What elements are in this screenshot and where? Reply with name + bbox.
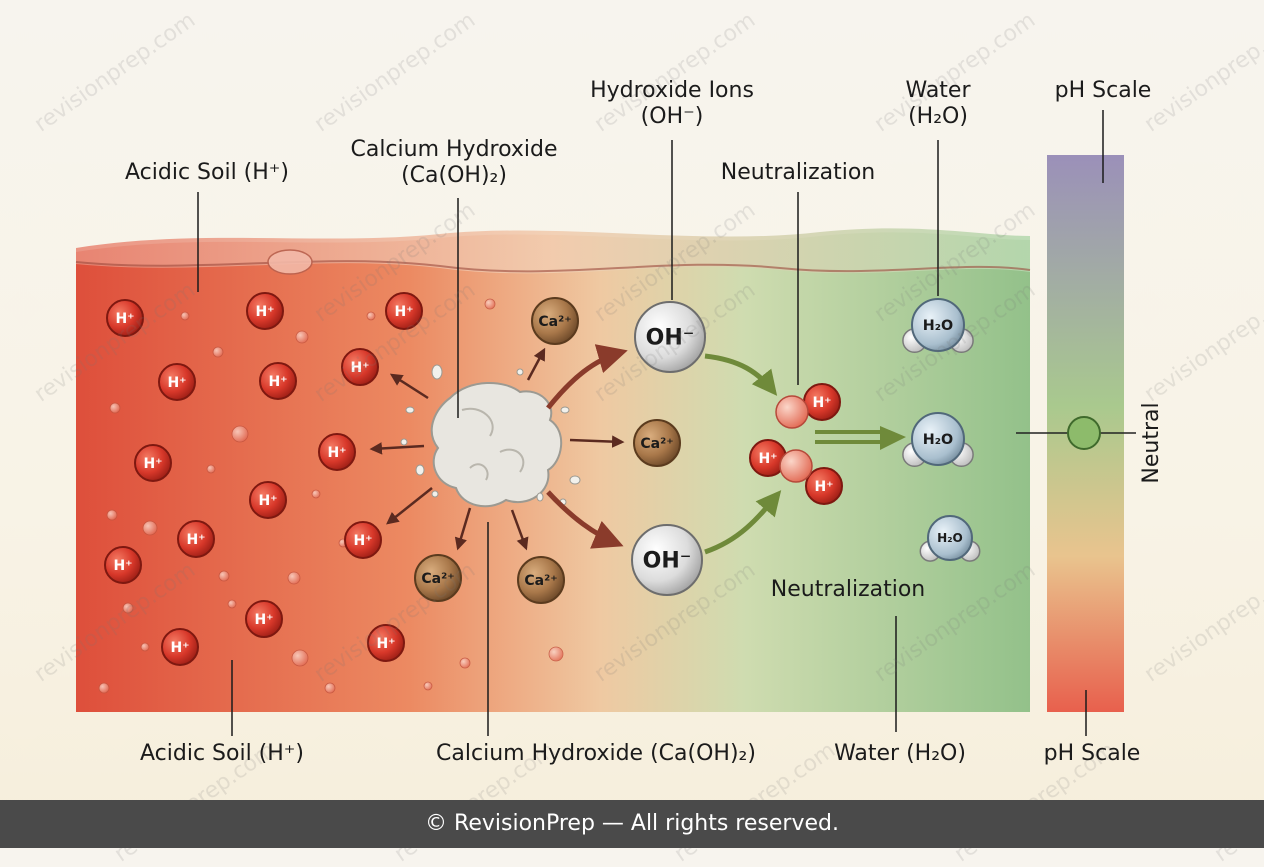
hydrogen-ion: H⁺	[161, 628, 199, 666]
hydroxide-ion-label: OH⁻	[643, 549, 692, 574]
hydroxide-ion: OH⁻	[634, 301, 706, 373]
bubbles	[98, 298, 564, 694]
water-molecule: H₂O	[911, 412, 965, 466]
hydrogen-ion: H⁺	[158, 363, 196, 401]
copyright-footer: © RevisionPrep — All rights reserved.	[0, 800, 1264, 848]
hydrogen-ion-label: H⁺	[113, 558, 132, 574]
label-ph-scale-bottom: pH Scale	[1043, 741, 1141, 766]
hydroxide-ion-label: OH⁻	[646, 326, 695, 351]
hydrogen-ion-label: H⁺	[376, 636, 395, 652]
calcium-ion-label: Ca²⁺	[421, 571, 454, 587]
hydrogen-ion: H⁺	[344, 521, 382, 559]
hydroxide-ion: OH⁻	[631, 524, 703, 596]
label-acidic-soil-top: Acidic Soil (H⁺)	[124, 160, 290, 185]
calcium-ion: Ca²⁺	[633, 419, 681, 467]
hydrogen-ion-label: H⁺	[143, 456, 162, 472]
leader-lines	[197, 110, 1104, 736]
hydrogen-ion: H⁺	[245, 600, 283, 638]
label-acidic-soil-bottom: Acidic Soil (H⁺)	[139, 741, 305, 766]
neutralization-partner-top	[775, 395, 809, 429]
hydrogen-ion: H⁺	[749, 439, 787, 477]
label-neutralization-bottom: Neutralization	[770, 577, 926, 602]
hydrogen-ion-label: H⁺	[758, 451, 777, 467]
hydrogen-ion: H⁺	[385, 292, 423, 330]
hydrogen-ion: H⁺	[134, 444, 172, 482]
label-calcium-hydroxide-bottom: Calcium Hydroxide (Ca(OH)₂)	[436, 741, 756, 766]
calcium-ion-label: Ca²⁺	[538, 314, 571, 330]
hydrogen-ion: H⁺	[341, 348, 379, 386]
arrow-to-oh-top	[546, 344, 628, 410]
soil-surface	[76, 228, 1030, 274]
hydrogen-ion: H⁺	[805, 467, 843, 505]
neutralization-diagram: H⁺ H⁺ H⁺ H⁺ H⁺ H⁺ H⁺ H⁺ H⁺ H⁺ H⁺ H⁺ H⁺ H⁺ H⁺ H⁺ H⁺ H⁺ Ca²…	[75, 110, 1136, 736]
arrow-oh-to-h-top	[704, 353, 778, 396]
water-molecules: H₂O H₂O H₂O	[902, 298, 981, 562]
water-molecule-label: H₂O	[937, 531, 963, 545]
label-water-top-line1: Water	[905, 78, 971, 103]
label-hydroxide-ions-line2: (OH⁻)	[640, 104, 704, 129]
hydrogen-ion: H⁺	[177, 520, 215, 558]
label-hydroxide-ions: Hydroxide Ions (OH⁻)	[590, 78, 754, 130]
hydrogen-ion: H⁺	[246, 292, 284, 330]
hydrogen-ion-label: H⁺	[394, 304, 413, 320]
hydrogen-ion-label: H⁺	[115, 311, 134, 327]
arrow-oh-to-h-bottom	[704, 490, 782, 555]
calcium-ion: Ca²⁺	[531, 297, 579, 345]
hydrogen-ion-label: H⁺	[258, 493, 277, 509]
dispersion-arrows	[369, 347, 625, 551]
neutralization-partner-bottom	[779, 449, 813, 483]
label-calcium-hydroxide-top-line2: (Ca(OH)₂)	[401, 163, 507, 188]
surface-line	[75, 260, 1031, 273]
hydrogen-ion: H⁺	[259, 362, 297, 400]
hydrogen-ion-label: H⁺	[167, 375, 186, 391]
arrow-to-oh-bottom	[546, 490, 624, 549]
calcium-ion: Ca²⁺	[517, 556, 565, 604]
hydrogen-ion: H⁺	[106, 299, 144, 337]
label-neutral: Neutral	[1139, 402, 1164, 484]
calcium-ion-label: Ca²⁺	[640, 436, 673, 452]
label-hydroxide-ions-line1: Hydroxide Ions	[590, 78, 754, 103]
hydrogen-ion-label: H⁺	[327, 445, 346, 461]
hydrogen-ion: H⁺	[318, 433, 356, 471]
hydrogen-ion-label: H⁺	[268, 374, 287, 390]
water-molecule: H₂O	[911, 298, 965, 352]
label-ph-scale-top: pH Scale	[1054, 78, 1152, 103]
surface-bubble	[267, 249, 313, 275]
hydrogen-ion: H⁺	[249, 481, 287, 519]
hydrogen-ion-label: H⁺	[254, 612, 273, 628]
clump-fragments	[400, 364, 581, 506]
hydrogen-ion-label: H⁺	[170, 640, 189, 656]
arrow-to-water	[815, 430, 880, 444]
label-water-top: Water (H₂O)	[905, 78, 970, 130]
hydrogen-ion: H⁺	[367, 624, 405, 662]
hydrogen-ion-label: H⁺	[353, 533, 372, 549]
hydrogen-ion-label: H⁺	[812, 395, 831, 411]
hydrogen-ion: H⁺	[803, 383, 841, 421]
label-water-bottom: Water (H₂O)	[834, 741, 966, 766]
hydrogen-ion-label: H⁺	[186, 532, 205, 548]
calcium-ion-label: Ca²⁺	[524, 573, 557, 589]
label-neutralization-top: Neutralization	[720, 160, 876, 185]
calcium-ions: Ca²⁺ Ca²⁺ Ca²⁺ Ca²⁺	[414, 297, 681, 604]
label-calcium-hydroxide-top: Calcium Hydroxide (Ca(OH)₂)	[350, 137, 557, 189]
label-calcium-hydroxide-top-line1: Calcium Hydroxide	[350, 137, 558, 162]
acidic-soil-region	[76, 232, 1030, 712]
water-molecule-label: H₂O	[923, 432, 953, 448]
calcium-ion: Ca²⁺	[414, 554, 462, 602]
hydrogen-ion-label: H⁺	[255, 304, 274, 320]
hydroxide-ions: OH⁻ OH⁻	[631, 301, 706, 596]
label-water-top-line2: (H₂O)	[908, 104, 968, 129]
hydrogen-ion-label: H⁺	[814, 479, 833, 495]
hydrogen-ion: H⁺	[104, 546, 142, 584]
hydrogen-ions: H⁺ H⁺ H⁺ H⁺ H⁺ H⁺ H⁺ H⁺ H⁺ H⁺ H⁺ H⁺ H⁺ H⁺ H⁺ H⁺ H⁺ H⁺	[104, 292, 843, 666]
hydrogen-ion-label: H⁺	[350, 360, 369, 376]
water-molecule: H₂O	[927, 515, 973, 561]
neutral-marker	[1067, 416, 1101, 450]
water-molecule-label: H₂O	[923, 318, 953, 334]
